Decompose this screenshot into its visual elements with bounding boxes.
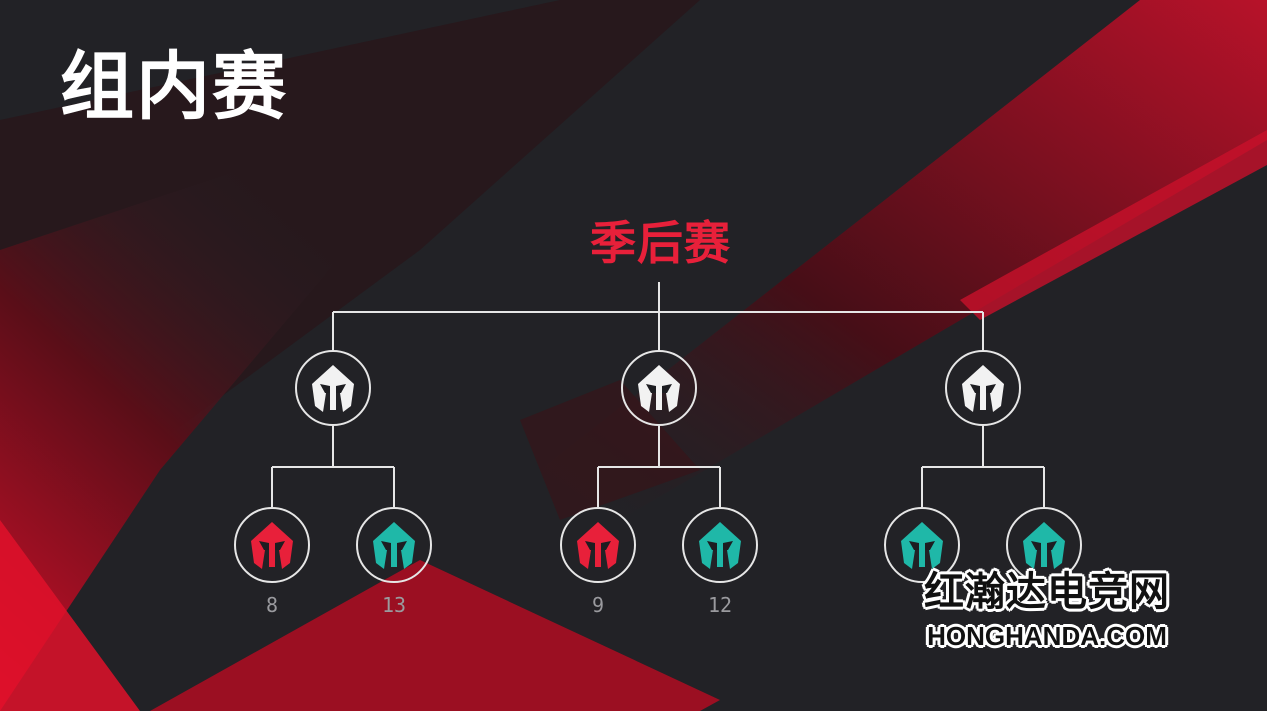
helmet-icon [251, 522, 293, 569]
helmet-icon [962, 365, 1004, 412]
team-node [884, 507, 960, 583]
watermark-url: HONGHANDA.COM [927, 621, 1167, 651]
group-node-2 [621, 350, 697, 426]
seed-label: 13 [381, 593, 407, 617]
helmet-icon [638, 365, 680, 412]
helmet-icon [312, 365, 354, 412]
team-node [356, 507, 432, 583]
seed-label: 12 [707, 593, 733, 617]
watermark: 红瀚达电竞网 HONGHANDA.COM [906, 568, 1188, 658]
team-node [560, 507, 636, 583]
playoff-label: 季后赛 [590, 216, 731, 270]
team-node [682, 507, 758, 583]
helmet-icon [1023, 522, 1065, 569]
group-node-3 [945, 350, 1021, 426]
group-node-1 [295, 350, 371, 426]
watermark-cn: 红瀚达电竞网 [924, 568, 1170, 615]
helmet-icon [901, 522, 943, 569]
helmet-icon [373, 522, 415, 569]
seed-label: 8 [265, 593, 279, 617]
page-title: 组内赛 [60, 44, 288, 130]
team-node [234, 507, 310, 583]
seed-label: 9 [591, 593, 605, 617]
helmet-icon [577, 522, 619, 569]
team-node [1006, 507, 1082, 583]
helmet-icon [699, 522, 741, 569]
